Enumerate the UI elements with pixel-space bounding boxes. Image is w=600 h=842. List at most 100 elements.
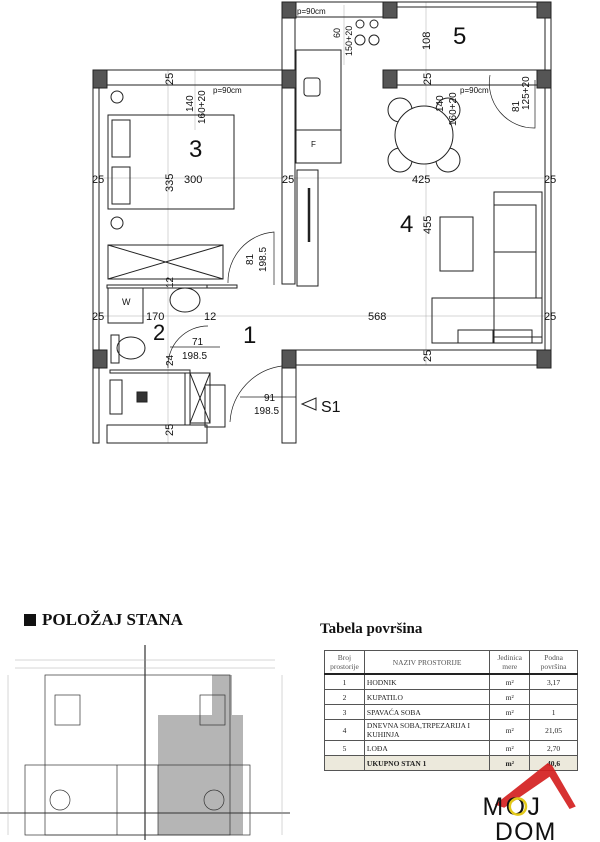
svg-text:198.5: 198.5 [182, 351, 207, 362]
svg-text:335: 335 [164, 174, 176, 192]
dining-table [387, 97, 461, 173]
entrance-arrow-icon [300, 397, 317, 411]
svg-text:71: 71 [192, 337, 204, 348]
svg-text:198.5: 198.5 [258, 247, 269, 272]
room-number-5: 5 [453, 23, 466, 50]
svg-text:108: 108 [421, 32, 433, 50]
entrance-label: S1 [321, 399, 341, 416]
svg-text:25: 25 [422, 350, 434, 362]
room-number: 3 [324, 704, 365, 720]
unit: m² [489, 704, 531, 720]
room-number: 1 [324, 673, 365, 690]
svg-text:91: 91 [264, 393, 276, 404]
floor-plan: 3 4 5 1 2 S1 25 25 25 25 25 300 425 568 … [92, 1, 556, 444]
area-table: Broj prostorije NAZIV PROSTORIJE Jedinic… [324, 650, 578, 771]
area-table-title: Tabela površina [320, 621, 423, 637]
area: 21,05 [529, 719, 578, 741]
room-number: 5 [324, 740, 365, 756]
header-area: Podna površina [529, 650, 578, 675]
svg-text:160+20: 160+20 [197, 90, 208, 124]
total-unit: m² [489, 755, 531, 771]
building-position-plan [0, 645, 290, 840]
room-name: LOĐA [363, 740, 491, 756]
unit: m² [489, 689, 531, 705]
area: 3,17 [529, 673, 578, 690]
header-unit: Jedinica mere [489, 650, 531, 675]
sofa [431, 191, 543, 344]
room-number-4: 4 [400, 211, 413, 238]
svg-text:81: 81 [511, 100, 522, 112]
svg-text:24: 24 [165, 354, 176, 366]
total-area: 40,6 [529, 755, 578, 771]
svg-text:25: 25 [544, 311, 556, 323]
bed [107, 114, 235, 210]
room-number-3: 3 [189, 136, 202, 163]
area [529, 689, 578, 705]
area: 2,70 [529, 740, 578, 756]
sink-icon [303, 77, 321, 97]
svg-text:568: 568 [368, 311, 386, 323]
stove-icon [354, 19, 380, 46]
header-number: Broj prostorije [324, 650, 365, 675]
svg-text:170: 170 [146, 311, 164, 323]
svg-text:25: 25 [422, 73, 434, 85]
svg-text:25: 25 [92, 311, 104, 323]
unit: m² [489, 673, 531, 690]
columns [92, 1, 552, 369]
svg-text:25: 25 [92, 174, 104, 186]
svg-text:12: 12 [204, 311, 216, 323]
svg-text:140: 140 [435, 95, 446, 112]
kitchen-counter [295, 49, 342, 164]
svg-text:W: W [122, 297, 131, 307]
svg-text:81: 81 [245, 253, 256, 265]
position-heading: POLOŽAJ STANA [24, 610, 183, 630]
room-name: SPAVAĆA SOBA [363, 704, 491, 720]
logo-line-2: DOM [495, 818, 557, 842]
room-number-1: 1 [243, 322, 256, 349]
svg-text:25: 25 [164, 424, 176, 436]
svg-text:198.5: 198.5 [254, 406, 279, 417]
header-name: NAZIV PROSTORIJE [363, 650, 491, 675]
total-name: UKUPNO STAN 1 [363, 755, 491, 771]
room-name: DNEVNA SOBA,TRPEZARIJA I KUHINJA [363, 719, 491, 741]
svg-text:12: 12 [165, 276, 176, 288]
dimension-labels: 25 25 25 25 25 300 425 568 170 12 91 198… [92, 7, 556, 436]
room-name: KUPATILO [363, 689, 491, 705]
svg-text:300: 300 [184, 174, 202, 186]
wardrobe [296, 169, 319, 287]
svg-text:p=90cm: p=90cm [213, 86, 242, 95]
svg-text:25: 25 [164, 73, 176, 85]
svg-text:p=90cm: p=90cm [297, 7, 326, 16]
svg-text:60: 60 [332, 28, 342, 38]
coffee-table [439, 216, 474, 272]
area: 1 [529, 704, 578, 720]
svg-text:25: 25 [282, 174, 294, 186]
svg-text:p=90cm: p=90cm [460, 86, 489, 95]
svg-text:160+20: 160+20 [448, 92, 459, 126]
room-number-2: 2 [153, 320, 165, 345]
room-number: 4 [324, 719, 365, 741]
room-number: 2 [324, 689, 365, 705]
bullet-square-icon [24, 614, 36, 626]
unit: m² [489, 740, 531, 756]
svg-text:125+20: 125+20 [521, 76, 532, 110]
svg-text:455: 455 [422, 216, 434, 234]
position-title: POLOŽAJ STANA [42, 610, 183, 629]
svg-text:150+20: 150+20 [344, 26, 354, 56]
svg-text:F: F [311, 140, 316, 149]
room-name: HODNIK [363, 673, 491, 690]
table-header-row: Broj prostorije NAZIV PROSTORIJE Jedinic… [324, 650, 578, 675]
svg-text:25: 25 [544, 174, 556, 186]
logo-line-1: MOJ [482, 793, 542, 821]
unit: m² [489, 719, 531, 741]
svg-text:140: 140 [185, 95, 196, 112]
svg-text:425: 425 [412, 174, 430, 186]
walls [92, 1, 552, 444]
moj-dom-logo: MOJ DOM [482, 762, 576, 842]
